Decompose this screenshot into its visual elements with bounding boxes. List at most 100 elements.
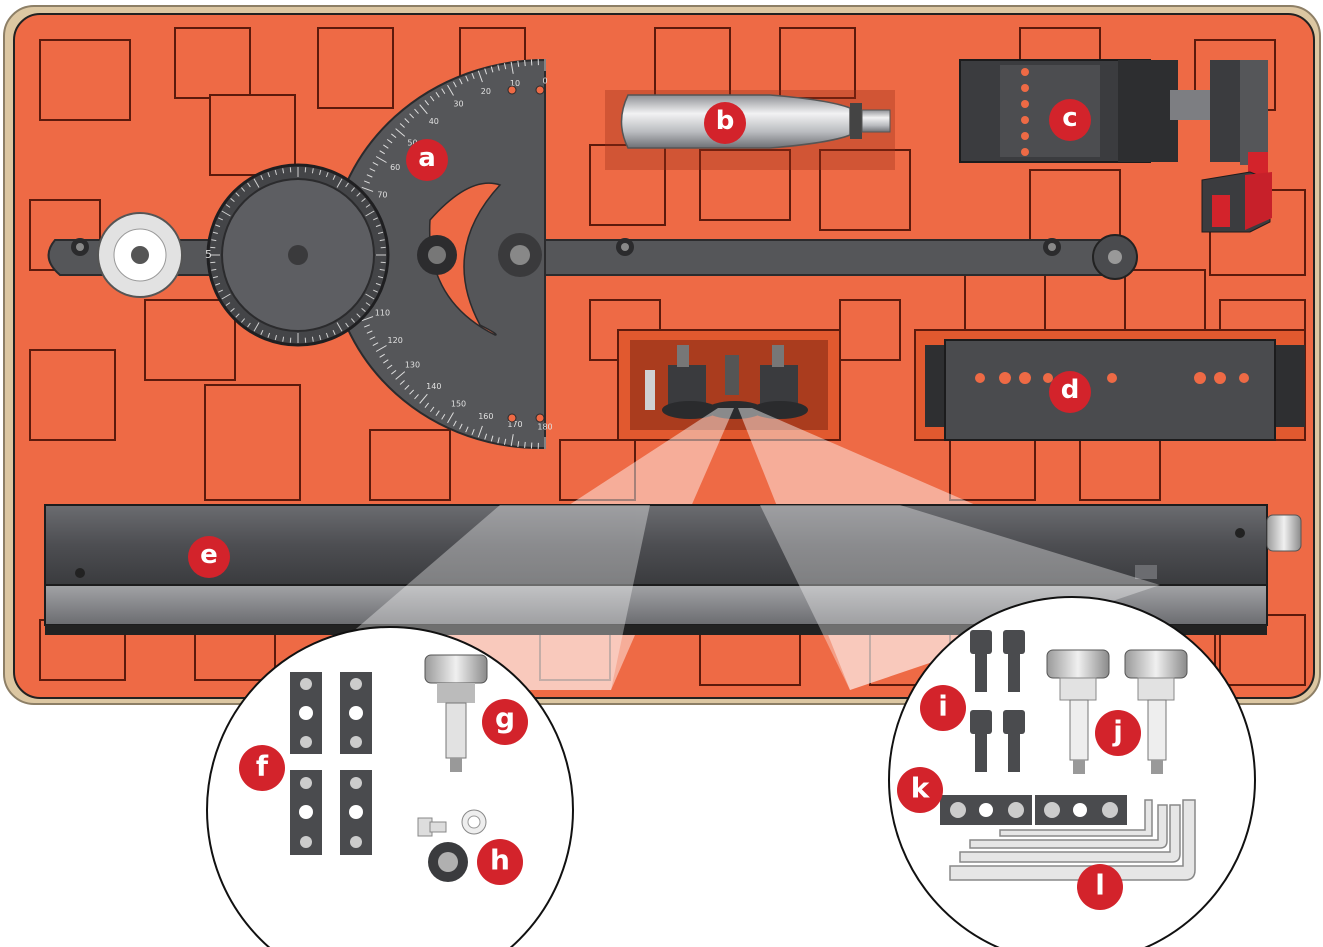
svg-text:e: e bbox=[200, 540, 218, 570]
scale-label: 20 bbox=[481, 87, 491, 96]
part-k-blocks bbox=[940, 795, 1127, 825]
dial-tick bbox=[260, 330, 264, 335]
scale-tick bbox=[503, 438, 507, 445]
scale-label: 10 bbox=[510, 79, 520, 88]
scale-label: 60 bbox=[390, 163, 400, 172]
scale-label: 140 bbox=[426, 382, 441, 391]
callout-k: k bbox=[897, 767, 943, 813]
dial-tick bbox=[373, 217, 378, 221]
svg-text:k: k bbox=[911, 772, 931, 805]
scale-label: 30 bbox=[453, 100, 463, 109]
callout-i: i bbox=[920, 685, 966, 731]
scale-tick bbox=[517, 441, 520, 448]
dial-tick bbox=[325, 332, 329, 338]
scale-tick bbox=[435, 92, 440, 98]
dial-tick bbox=[375, 224, 381, 228]
part-h-washers bbox=[417, 809, 487, 882]
callout-j: j bbox=[1095, 710, 1141, 756]
scale-tick bbox=[361, 186, 374, 192]
scale-tick bbox=[490, 435, 494, 442]
scale-tick bbox=[497, 64, 500, 71]
scale-tick bbox=[465, 75, 469, 82]
parts-f-blocks bbox=[290, 672, 372, 855]
dial-tick bbox=[365, 204, 371, 208]
dial-tick bbox=[212, 231, 218, 235]
svg-text:j: j bbox=[1112, 715, 1123, 748]
scale-tick bbox=[453, 420, 457, 427]
scale-tick bbox=[414, 108, 419, 114]
scale-tick bbox=[503, 63, 507, 70]
scale-label: 180 bbox=[537, 423, 552, 432]
dial-tick bbox=[212, 275, 218, 279]
scale-tick bbox=[484, 68, 488, 75]
dial-tick bbox=[378, 275, 384, 279]
scale-tick bbox=[399, 123, 405, 128]
scale-label: 0 bbox=[542, 77, 547, 86]
dial-tick bbox=[274, 335, 278, 341]
scale-tick bbox=[364, 180, 370, 184]
scale-tick bbox=[379, 150, 385, 155]
scale-tick bbox=[372, 342, 379, 346]
scale-tick bbox=[477, 425, 483, 438]
dial-tick bbox=[211, 239, 217, 242]
dial-tick bbox=[215, 224, 221, 228]
dial-tick bbox=[282, 336, 285, 342]
dial-tick bbox=[332, 175, 336, 180]
dial-tick bbox=[274, 169, 278, 175]
scale-tick bbox=[391, 369, 397, 375]
scale-tick bbox=[459, 423, 463, 430]
callout-g: g bbox=[482, 699, 528, 745]
svg-text:c: c bbox=[1062, 103, 1077, 133]
scale-tick bbox=[524, 60, 526, 67]
dial-tick bbox=[267, 172, 271, 178]
scale-tick bbox=[364, 324, 370, 328]
dial-tick bbox=[311, 168, 314, 174]
scale-tick bbox=[517, 60, 520, 67]
callout-a: a bbox=[406, 139, 448, 181]
callout-e: e bbox=[188, 536, 230, 578]
scale-tick bbox=[383, 144, 389, 149]
scale-tick bbox=[429, 406, 435, 413]
svg-text:b: b bbox=[716, 106, 735, 136]
dial-mark: 5 bbox=[205, 248, 212, 261]
scale-tick bbox=[409, 389, 415, 395]
part-i-screws bbox=[970, 630, 1025, 772]
dial-tick bbox=[235, 313, 240, 318]
dial-tick bbox=[375, 282, 381, 286]
dial-tick bbox=[318, 169, 322, 175]
scale-tick bbox=[447, 84, 454, 96]
dial-tick bbox=[365, 293, 375, 300]
dial-tick bbox=[318, 335, 322, 341]
scale-label: 40 bbox=[429, 117, 439, 126]
dial-tick bbox=[253, 322, 260, 332]
dial-tick bbox=[336, 322, 343, 332]
scale-tick bbox=[404, 384, 410, 390]
scale-tick bbox=[375, 345, 387, 352]
svg-text:l: l bbox=[1095, 869, 1105, 902]
scale-tick bbox=[369, 168, 376, 172]
dial-tick bbox=[267, 332, 271, 338]
callout-d: d bbox=[1049, 371, 1091, 413]
callout-l: l bbox=[1077, 864, 1123, 910]
dial-tick bbox=[241, 318, 246, 323]
dial-tick bbox=[241, 187, 246, 192]
dial-tick bbox=[356, 313, 361, 318]
scale-tick bbox=[369, 336, 376, 340]
dial-scale bbox=[210, 167, 386, 343]
dial-tick bbox=[225, 302, 231, 306]
scale-tick bbox=[424, 402, 430, 408]
dial-tick bbox=[350, 187, 355, 192]
callout-c: c bbox=[1049, 99, 1091, 141]
dial-tick bbox=[365, 302, 371, 306]
scale-tick bbox=[447, 412, 454, 424]
scale-tick bbox=[471, 73, 475, 79]
dial-tick bbox=[215, 282, 221, 286]
dial-tick bbox=[253, 178, 260, 188]
part-l-hex-keys bbox=[949, 799, 1196, 881]
dial-tick bbox=[247, 322, 251, 328]
dial-tick bbox=[230, 198, 235, 203]
svg-text:g: g bbox=[495, 702, 515, 735]
slider-block bbox=[925, 339, 1305, 441]
scale-tick bbox=[399, 380, 405, 385]
scale-tick bbox=[524, 441, 526, 448]
